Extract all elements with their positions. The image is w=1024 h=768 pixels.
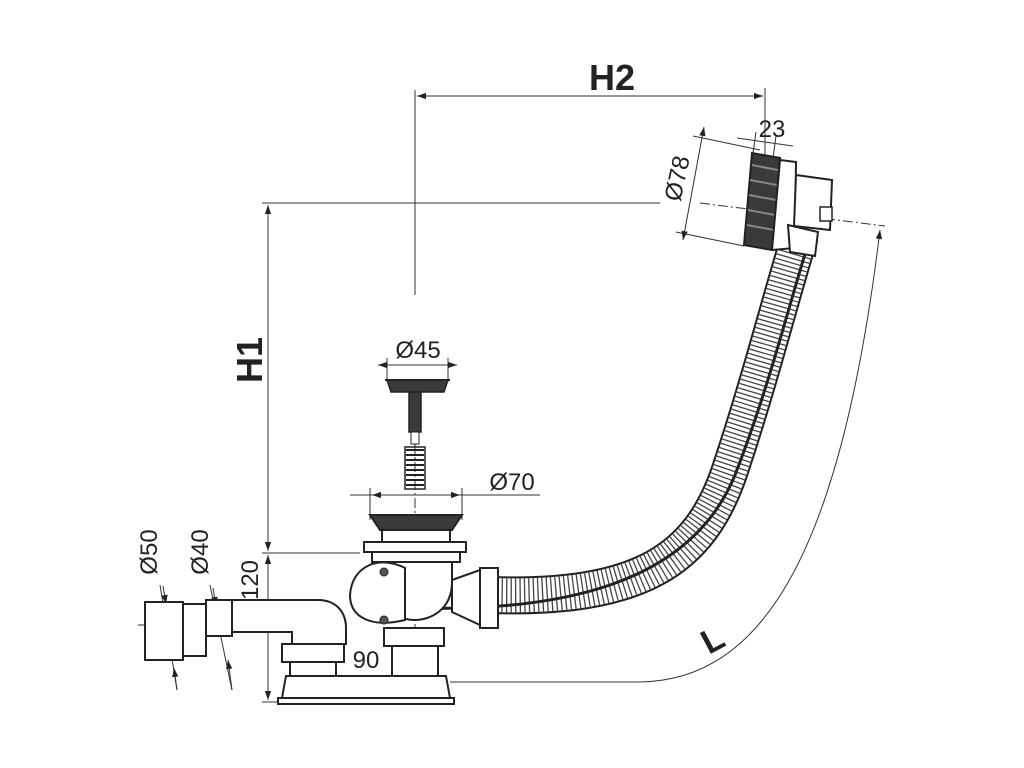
outlet-diameter-small-label: Ø40 [187, 529, 214, 574]
waste-screw-2 [379, 615, 389, 625]
trap-foot [277, 697, 455, 705]
trap-riser-nut [281, 643, 345, 663]
h1-label: H1 [229, 337, 270, 383]
length-dimension-arc [450, 229, 883, 683]
control-cable [411, 237, 812, 610]
trap-elbow [229, 599, 347, 645]
outlet50-arrow-bottom [172, 667, 179, 691]
outlet40-arrow-bottom [226, 659, 233, 691]
waste-grate [368, 514, 464, 531]
waste-side-ball [348, 561, 406, 624]
outlet-pipe [144, 601, 184, 661]
plug-spring [406, 449, 424, 486]
plug-cap [385, 379, 450, 393]
waste-diameter-label: Ø70 [489, 469, 534, 496]
bottle-trap [144, 599, 455, 705]
pop-up-plug [385, 379, 450, 490]
waste-body [348, 514, 499, 677]
trap-riser [289, 661, 337, 677]
outlet-reducer [179, 603, 207, 657]
waste-nut-bottom [371, 551, 461, 563]
overflow-extension-bottom [675, 231, 745, 247]
plug-spring-outline [404, 446, 426, 490]
dimension-labels: H2 H1 L 23 Ø78 Ø45 Ø70 Ø50 Ø40 120 90 [136, 57, 785, 674]
outlet-diameter-large-label: Ø50 [136, 529, 163, 574]
overflow-handle-grooves [746, 164, 779, 231]
hose-ribs [487, 230, 817, 613]
overflow-dimension-line [681, 126, 706, 241]
overflow-head [742, 151, 834, 258]
overflow-thickness-label: 23 [759, 116, 786, 143]
hose-connector-nut [479, 567, 499, 629]
overflow-clip [819, 206, 833, 222]
plug-stem-gap [410, 431, 420, 445]
waste-neck [381, 529, 451, 543]
waste-nut-top [363, 541, 467, 553]
overflow-diameter-label: Ø78 [660, 153, 696, 203]
h2-label: H2 [589, 57, 635, 98]
trap-base [280, 675, 452, 699]
waste-down-nut [383, 627, 445, 647]
outlet-collar [205, 599, 233, 637]
overflow-thickness-line [736, 137, 794, 147]
trap-height-label: 120 [237, 560, 264, 600]
waste-screw [379, 567, 389, 577]
overflow-extension-top [692, 135, 761, 151]
plug-diameter-label: Ø45 [395, 337, 440, 364]
plug-stem [408, 391, 422, 433]
overflow-elbow [786, 223, 820, 258]
trap-offset-label: 90 [353, 647, 380, 674]
waste-down-pipe [391, 645, 439, 677]
flexible-hose [411, 229, 819, 615]
